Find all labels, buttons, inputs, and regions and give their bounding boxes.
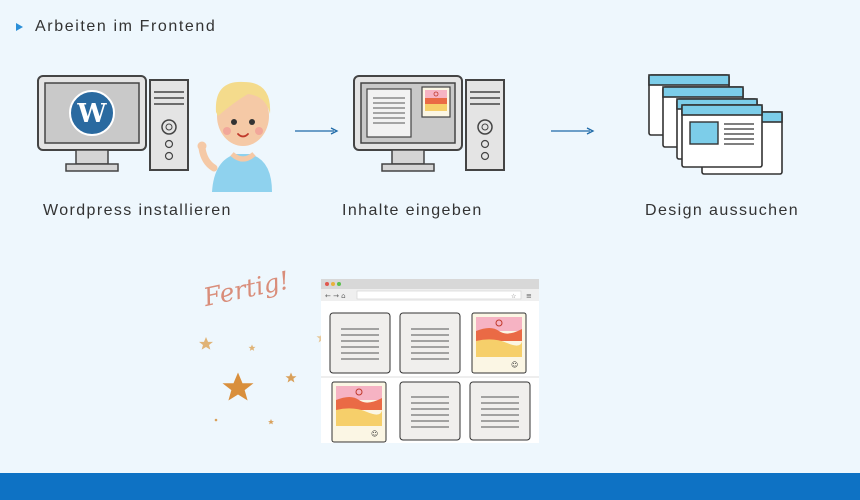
stars-decoration-icon xyxy=(199,332,328,425)
svg-text:≡: ≡ xyxy=(526,292,532,300)
footer-bar xyxy=(0,473,860,500)
step-label-install: Wordpress installieren xyxy=(43,202,232,219)
step-label-design: Design aussuchen xyxy=(645,202,800,219)
arrow-right-icon xyxy=(551,127,595,135)
bullet-triangle-icon xyxy=(16,23,23,31)
design-windows-icon xyxy=(648,74,783,175)
svg-text:☺: ☺ xyxy=(511,361,518,369)
arrow-right-icon xyxy=(295,127,339,135)
page-title: Arbeiten im Frontend xyxy=(35,18,217,35)
svg-text:☆: ☆ xyxy=(511,293,516,300)
svg-text:← → ⌂: ← → ⌂ xyxy=(325,292,346,300)
svg-text:W: W xyxy=(76,99,107,129)
step-label-content: Inhalte eingeben xyxy=(342,202,483,219)
computer-content-icon xyxy=(353,75,505,172)
computer-wordpress-person-icon: W xyxy=(37,75,272,192)
finished-caption: Fertig! xyxy=(200,265,292,312)
svg-text:☺: ☺ xyxy=(371,430,378,438)
browser-result-icon: ← → ⌂ ☆ ≡ ☺ ☺ xyxy=(321,279,539,443)
section-header: Arbeiten im Frontend xyxy=(16,18,216,36)
